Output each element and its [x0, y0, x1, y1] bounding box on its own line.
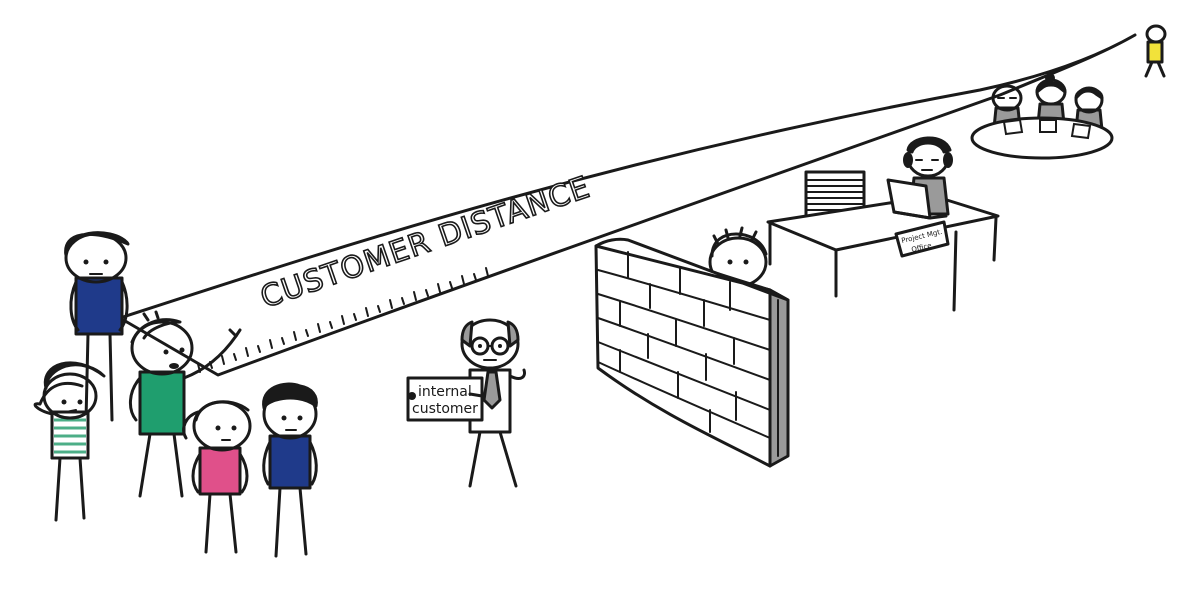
customer-green-man [129, 310, 242, 498]
laptop [886, 178, 948, 220]
customer-striped-boy [33, 361, 106, 522]
brick-wall [594, 226, 790, 468]
sign-line-2: customer [412, 401, 478, 417]
customer-curly-boy [262, 382, 318, 558]
sign-line-1: internal [418, 384, 472, 400]
internal-customer-sign: internal customer [406, 376, 484, 422]
meeting-person-center [1035, 73, 1067, 126]
brick-lines [597, 251, 779, 457]
tape-ticks [197, 267, 489, 373]
tape-label: CUSTOMER DISTANCE [256, 170, 595, 316]
customer-tall-man [64, 231, 130, 422]
pmo-desk: Project Mgt. Office [766, 136, 1000, 312]
distant-customer [1144, 24, 1167, 78]
desk-sign: Project Mgt. Office [894, 220, 950, 258]
meeting-table [970, 73, 1114, 160]
customer-pink-girl [182, 400, 252, 554]
